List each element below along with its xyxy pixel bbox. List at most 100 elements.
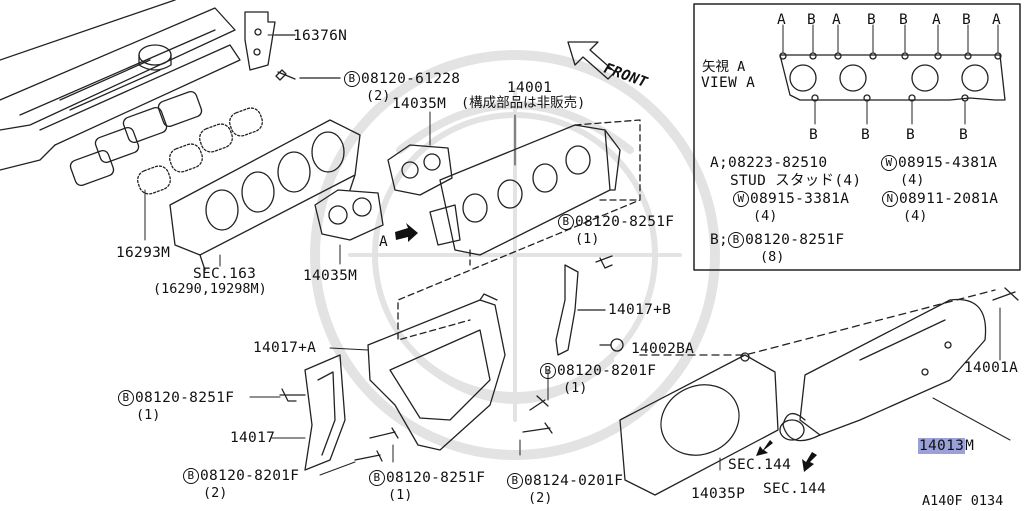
bolts-misc <box>279 255 1019 462</box>
label-14035P[interactable]: 14035P <box>691 486 746 502</box>
inset-top-letter-7: B <box>962 12 972 28</box>
view-a-arrow-drawing <box>395 223 418 242</box>
inset-legend-n-qty: (4) <box>903 208 928 224</box>
legend-n-number: 08911-2081A <box>899 191 999 207</box>
bracket-16376N <box>244 11 296 71</box>
bolt-symbol: B <box>369 470 385 486</box>
bolt-8201F-mid-number: 08120-8201F <box>557 363 657 379</box>
label-14001A[interactable]: 14001A <box>964 360 1019 376</box>
label-16376N[interactable]: 16376N <box>293 28 348 44</box>
bolt-symbol: B <box>344 71 360 87</box>
label-14001[interactable]: 14001 <box>507 80 553 96</box>
engine-head <box>0 0 241 171</box>
label-sec144-a[interactable]: SEC.144 <box>728 457 792 473</box>
bolt-0201F-number: 08124-0201F <box>524 473 624 489</box>
qty-0201F: (2) <box>528 490 553 506</box>
dashed-guide-14001 <box>397 119 641 341</box>
inset-top-letter-3: A <box>832 12 842 28</box>
label-sec144-b[interactable]: SEC.144 <box>763 481 827 497</box>
dashed-guide-pipe <box>639 289 996 356</box>
bolt-symbol: B <box>728 232 745 248</box>
inset-legend-a1[interactable]: A;08223-82510 <box>710 155 828 171</box>
dashed-guide-gasket <box>469 199 641 266</box>
inset-bottom-letter-4: B <box>959 127 969 143</box>
heat-shield-14017A <box>367 293 506 451</box>
qty-8201F-mid: (1) <box>563 380 588 396</box>
note-14001: (構成部品は非販売) <box>461 95 586 111</box>
view-a-marker: A <box>379 234 389 250</box>
label-14035M-bottom[interactable]: 14035M <box>303 268 358 284</box>
front-arrow-drawing <box>567 41 616 80</box>
highlighted-part-number: 14013 <box>918 438 966 454</box>
bolt-8251F-left-number: 08120-8251F <box>135 390 235 406</box>
14013M-suffix: M <box>965 438 975 454</box>
washer-symbol: W <box>881 155 897 171</box>
reference-code: A140F 0134 <box>922 493 1004 509</box>
inset-top-letter-4: B <box>867 12 877 28</box>
washer-symbol: W <box>733 191 749 207</box>
bolt-symbol: B <box>558 214 574 230</box>
inset-legend-a2: STUD スタッド(4) <box>730 173 862 189</box>
label-14017A[interactable]: 14017+A <box>253 340 317 356</box>
inset-legend-w1-qty: (4) <box>900 172 925 188</box>
exhaust-pipe-14013M <box>779 298 987 442</box>
label-14002BA[interactable]: 14002BA <box>614 336 694 357</box>
nut-symbol: N <box>882 191 898 207</box>
inset-frame <box>693 3 1021 271</box>
sec144-arrow-2 <box>802 452 817 472</box>
qty-8251F-bottom: (1) <box>388 487 413 503</box>
bolt-8251F-top-number: 08120-8251F <box>575 214 675 230</box>
label-14035M-top[interactable]: 14035M <box>392 96 447 112</box>
gasket-16293M <box>69 90 263 195</box>
label-14017[interactable]: 14017 <box>230 430 276 446</box>
heat-shield-14017 <box>304 354 346 471</box>
label-16293M[interactable]: 16293M <box>116 245 171 261</box>
legend-b-prefix: B; <box>710 232 729 248</box>
label-14013M[interactable]: 14013M <box>918 438 974 454</box>
gasket-14035P <box>619 352 779 496</box>
bolt-61228-number: 08120-61228 <box>361 71 461 87</box>
inset-top-letter-5: B <box>899 12 909 28</box>
qty-8251F-left: (1) <box>136 407 161 423</box>
qty-8201F-bottom: (2) <box>203 485 228 501</box>
inset-top-letter-2: B <box>807 12 817 28</box>
qty-61228: (2) <box>366 88 391 104</box>
bolt-symbol: B <box>118 390 134 406</box>
bolt-61228-drawing <box>275 69 341 81</box>
inset-top-letter-6: A <box>932 12 942 28</box>
inset-top-letter-1: A <box>777 12 787 28</box>
inset-top-letter-8: A <box>992 12 1002 28</box>
gasket-14035M <box>314 144 453 241</box>
bolt-symbol: B <box>540 363 556 379</box>
label-14017B[interactable]: 14017+B <box>608 302 672 318</box>
inset-gasket-view <box>779 24 1006 125</box>
legend-w2-number: 08915-3381A <box>750 191 850 207</box>
inset-view-en: VIEW A <box>701 75 756 91</box>
inset-view-jp: 矢視 A <box>702 59 746 75</box>
inset-legend-b-qty: (8) <box>760 249 785 265</box>
inset-legend-w2-qty: (4) <box>753 208 778 224</box>
bolt-8251F-bottom-number: 08120-8251F <box>386 470 486 486</box>
manifold-sec163 <box>169 119 361 271</box>
inset-bottom-letter-1: B <box>809 127 819 143</box>
bolt-symbol: B <box>507 473 523 489</box>
sec144-arrow-1 <box>756 440 773 456</box>
bolt-8201F-bottom-number: 08120-8201F <box>200 468 300 484</box>
inset-bottom-letter-3: B <box>906 127 916 143</box>
bolt-symbol: B <box>183 468 199 484</box>
legend-w1-number: 08915-4381A <box>898 155 998 171</box>
label-sec163[interactable]: SEC.163 <box>193 266 257 282</box>
